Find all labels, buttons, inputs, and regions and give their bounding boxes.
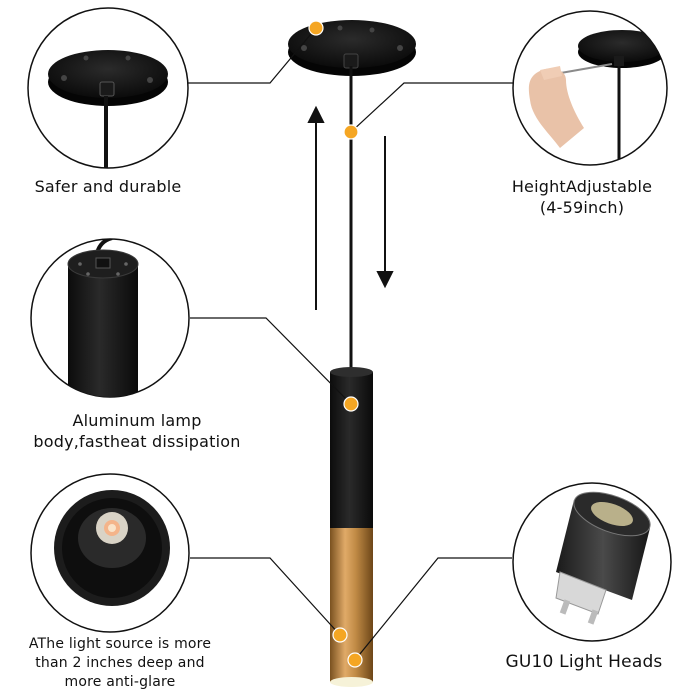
caption-height-adjustable: HeightAdjustable (4-59inch): [488, 176, 676, 218]
caption-line: more anti-glare: [64, 674, 176, 690]
detail-aluminum-body: [30, 238, 190, 398]
caption-gu10: GU10 Light Heads: [492, 652, 676, 673]
marker-cord: [343, 124, 359, 140]
marker-canopy: [308, 20, 324, 36]
caption-line: GU10 Light Heads: [505, 652, 663, 672]
caption-line: HeightAdjustable: [511, 177, 653, 196]
marker-body: [343, 396, 359, 412]
marker-source: [332, 627, 348, 643]
leader-lines: [186, 27, 514, 661]
caption-line: AThe light source is more: [28, 636, 212, 652]
detail-canopy: [27, 7, 189, 169]
callout-markers: [308, 20, 363, 668]
pendant-lamp: [288, 20, 416, 687]
detail-height-adjust: [512, 10, 668, 166]
marker-head: [347, 652, 363, 668]
detail-gu10-bulb: [512, 482, 672, 642]
caption-safer-durable: Safer and durable: [18, 176, 198, 197]
caption-line: than 2 inches deep and: [35, 655, 205, 671]
caption-aluminum-body: Aluminum lamp body,fastheat dissipation: [22, 410, 252, 452]
height-adjust-arrows-icon: [307, 105, 394, 310]
caption-light-source: AThe light source is more than 2 inches …: [8, 635, 232, 692]
lamp-tube: [330, 367, 373, 687]
caption-line: (4-59inch): [539, 198, 625, 217]
caption-line: Safer and durable: [34, 177, 182, 196]
caption-line: body,fastheat dissipation: [33, 432, 241, 451]
detail-light-source: [30, 473, 190, 633]
caption-line: Aluminum lamp: [72, 411, 202, 430]
